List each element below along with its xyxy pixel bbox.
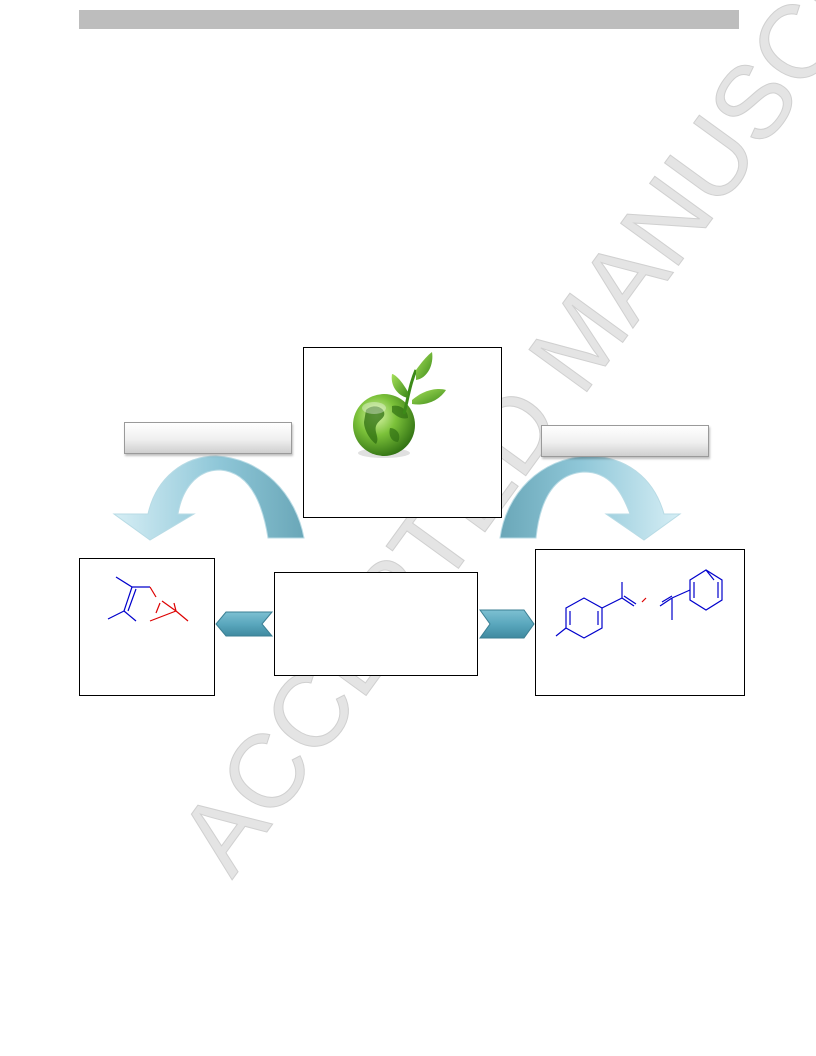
middle-box bbox=[274, 572, 478, 676]
center-box bbox=[303, 347, 502, 518]
curved-arrow-right-shape bbox=[499, 455, 682, 541]
right-label-bar bbox=[541, 425, 709, 457]
curved-arrow-left-shape bbox=[112, 455, 305, 541]
block-arrow-left bbox=[215, 611, 274, 637]
right-structure-drawing bbox=[555, 569, 723, 639]
left-label-bar bbox=[124, 422, 292, 454]
block-arrow-right bbox=[479, 609, 535, 639]
header-bar bbox=[79, 10, 739, 29]
right-structure-box bbox=[535, 549, 745, 696]
left-structure-box bbox=[79, 558, 215, 696]
left-structure-drawing bbox=[107, 576, 189, 622]
green-globe-with-leaves-icon bbox=[353, 352, 446, 458]
